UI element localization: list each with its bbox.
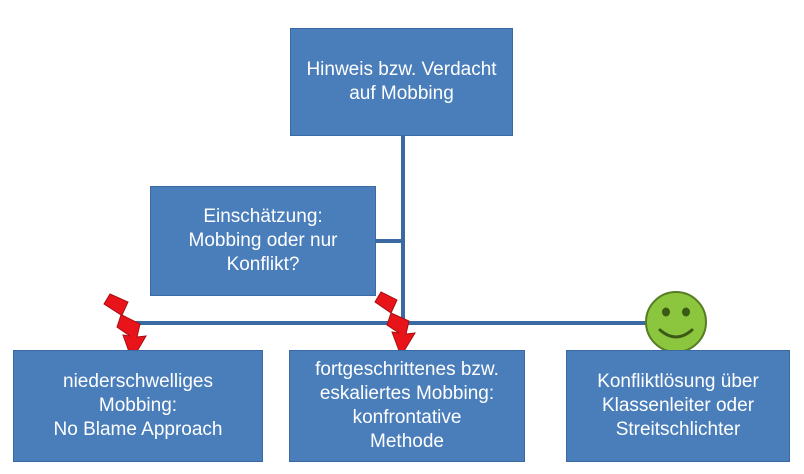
conflict-line-1: Konfliktlösung über — [597, 371, 759, 392]
suspicion-line-1: Hinweis bzw. Verdacht — [306, 59, 497, 80]
assessment-box: Einschätzung: Mobbing oder nur Konflikt? — [150, 186, 376, 296]
low-threshold-line-1: niederschwelliges — [63, 371, 213, 392]
assessment-line-3: Konflikt? — [226, 254, 300, 275]
smiley-icon — [645, 291, 707, 353]
suspicion-box: Hinweis bzw. Verdacht auf Mobbing — [290, 28, 513, 136]
assessment-line-1: Einschätzung: — [203, 206, 323, 227]
low-threshold-line-3: No Blame Approach — [53, 419, 223, 440]
conflict-resolution-box: Konfliktlösung über Klassenleiter oder S… — [566, 350, 790, 462]
assessment-line-2: Mobbing oder nur — [188, 230, 338, 251]
conflict-line-2: Klassenleiter oder — [601, 395, 755, 416]
low-threshold-box: niederschwelliges Mobbing: No Blame Appr… — [13, 350, 263, 462]
escalated-line-1: fortgeschrittenes bzw. — [315, 359, 499, 380]
escalated-box: fortgeschrittenes bzw. eskaliertes Mobbi… — [289, 350, 525, 462]
suspicion-line-2: auf Mobbing — [349, 83, 454, 104]
escalated-line-2: eskaliertes Mobbing: — [319, 383, 495, 404]
escalated-line-3: konfrontative — [352, 407, 462, 428]
escalated-line-4: Methode — [370, 431, 444, 452]
conflict-line-3: Streitschlichter — [615, 419, 741, 440]
low-threshold-line-2: Mobbing: — [98, 395, 178, 416]
